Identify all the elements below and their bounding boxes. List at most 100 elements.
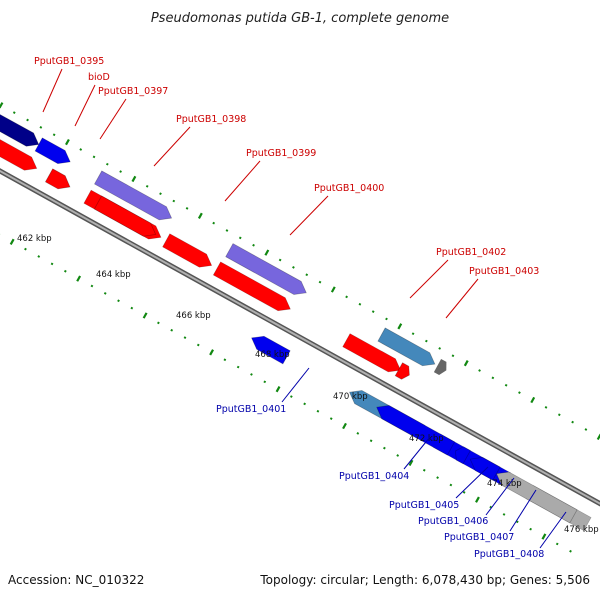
scale-tick — [529, 527, 532, 531]
gene-pputgb1_0398[interactable] — [94, 170, 173, 221]
leader-line — [539, 511, 567, 549]
scale-tick — [489, 505, 493, 509]
scale-tick — [225, 229, 229, 232]
gene-biod[interactable] — [34, 137, 71, 164]
scale-tick — [209, 349, 214, 356]
gene-label-top[interactable]: PputGB1_0397 — [98, 86, 168, 97]
gene-block — [212, 261, 291, 312]
gene-block — [342, 333, 402, 373]
gene-label-top[interactable]: PputGB1_0402 — [436, 247, 506, 258]
gene-pputgb1_0397[interactable] — [44, 168, 71, 190]
gene-pputgb1_0395[interactable] — [0, 113, 40, 147]
scale-tick — [117, 299, 120, 303]
gene-label-bottom[interactable]: PputGB1_0404 — [339, 471, 409, 482]
scale-tick — [515, 520, 519, 524]
scale-tick — [411, 332, 415, 336]
scale-tick — [541, 533, 547, 540]
gene-pputgb1_0403[interactable] — [394, 362, 410, 380]
scale-tick — [119, 170, 122, 173]
scale-tick — [371, 310, 375, 313]
gene-label-bottom[interactable]: PputGB1_0405 — [389, 500, 459, 511]
leader-line — [42, 68, 63, 113]
scale-tick — [502, 513, 506, 516]
scale-tick — [24, 247, 27, 251]
scale-tick — [26, 118, 29, 122]
gene-label-bottom[interactable]: PputGB1_0408 — [474, 549, 544, 560]
scale-tick — [385, 317, 388, 321]
gene-pputgb1_0408[interactable] — [495, 471, 578, 524]
scale-tick — [183, 336, 187, 339]
scale-tick — [65, 138, 70, 146]
scale-tick — [63, 269, 67, 273]
gene-pputgb1_0399[interactable] — [93, 195, 157, 237]
scale-tick — [238, 236, 242, 240]
scale-tick — [584, 428, 588, 431]
leader-line — [74, 84, 96, 127]
scale-tick — [369, 439, 373, 443]
gene-pputgb1_0401[interactable] — [251, 335, 291, 365]
scale-tick — [212, 221, 216, 225]
scale-tick — [278, 258, 282, 262]
scale-tick — [504, 383, 508, 387]
gene-label-bottom[interactable]: PputGB1_0401 — [216, 404, 286, 415]
gene-pputgb1_0402[interactable] — [377, 327, 436, 367]
scale-tick — [289, 395, 293, 398]
map-title: Pseudomonas putida GB-1, complete genome — [151, 11, 449, 26]
kbp-label: 476 kbp — [564, 525, 599, 535]
leader-line — [281, 367, 310, 403]
scale-tick — [79, 148, 83, 151]
gene-block — [0, 139, 38, 171]
gene-label-top[interactable]: PputGB1_0399 — [246, 148, 316, 159]
gene-label-top[interactable]: bioD — [88, 72, 110, 83]
scale-tick — [358, 302, 362, 306]
scale-tick — [170, 328, 174, 332]
scale-tick — [383, 446, 386, 450]
gene-label-top[interactable]: PputGB1_0400 — [314, 183, 384, 194]
scale-tick — [90, 284, 94, 288]
scale-tick — [92, 155, 96, 159]
scale-tick — [330, 286, 336, 293]
scale-tick — [250, 373, 253, 376]
scale-tick — [318, 280, 322, 284]
scale-tick — [491, 376, 495, 380]
scale-tick — [76, 275, 82, 282]
scale-tick — [103, 292, 107, 295]
leader-line — [99, 98, 127, 140]
scale-tick — [157, 321, 160, 325]
kbp-label: 464 kbp — [96, 270, 131, 280]
gene-label-top[interactable]: PputGB1_0403 — [469, 266, 539, 277]
leader-line — [224, 160, 261, 202]
leader-line — [485, 477, 515, 516]
scale-tick — [451, 354, 455, 358]
gene-pputgb1_0405[interactable] — [376, 405, 456, 456]
scale-tick — [449, 483, 453, 487]
gene-label-top[interactable]: PputGB1_0398 — [176, 114, 246, 125]
leader-line — [509, 489, 537, 532]
gene-label-bottom[interactable]: PputGB1_0407 — [444, 532, 514, 543]
gene-label-top[interactable]: PputGB1_0395 — [34, 56, 104, 67]
kbp-label: 474 kbp — [487, 479, 522, 489]
kbp-label: 468 kbp — [255, 350, 290, 360]
scale-tick — [342, 422, 347, 430]
scale-tick — [569, 549, 572, 553]
accession-text: Accession: NC_010322 — [8, 573, 144, 587]
scale-tick — [571, 420, 574, 424]
kbp-label: 466 kbp — [176, 311, 211, 321]
gene-block — [162, 233, 213, 268]
gene-pputgb1_0400[interactable] — [225, 243, 307, 295]
scale-tick — [478, 369, 481, 372]
gene-pputgb1_0407[interactable] — [469, 457, 501, 481]
scale-tick — [264, 249, 270, 256]
scale-tick — [303, 402, 306, 406]
scale-tick — [9, 238, 15, 245]
gene-block — [433, 359, 447, 375]
leader-line — [153, 126, 191, 167]
scale-tick — [52, 133, 56, 137]
kbp-label: 470 kbp — [333, 392, 368, 402]
gene-pputgb1_0406[interactable] — [455, 446, 471, 465]
gene-label-bottom[interactable]: PputGB1_0406 — [418, 516, 488, 527]
scale-tick — [555, 542, 559, 546]
scale-tick — [356, 432, 360, 435]
